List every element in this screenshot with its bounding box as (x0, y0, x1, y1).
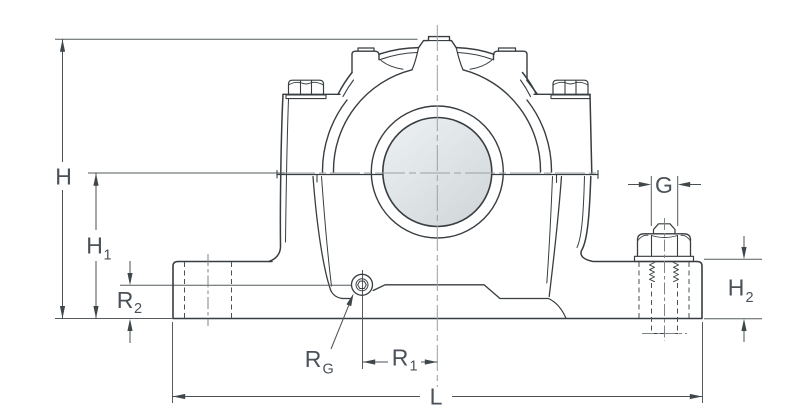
label-H2: H (728, 275, 745, 301)
dimension-R1: R 1 (362, 345, 438, 375)
cap-bolt-left (285, 79, 327, 100)
foot-front-edge (341, 284, 550, 300)
dimension-R2: R 2 (117, 261, 142, 343)
label-R1-sub: 1 (410, 359, 418, 375)
dimension-G: G (628, 172, 701, 226)
cap-bolt-right (550, 79, 591, 100)
label-H2-sub: 2 (746, 290, 754, 306)
arrowhead (741, 318, 747, 331)
thread-left (649, 262, 655, 283)
label-L: L (430, 384, 443, 410)
barrel-arc-rib-left (332, 69, 413, 173)
label-RG: R (305, 346, 322, 372)
cap-bolt-right-washer (550, 94, 591, 100)
base (120, 254, 703, 326)
label-RG-sub: G (323, 362, 334, 378)
grease-fitting-hole (350, 270, 374, 369)
cap-corner-blocks (351, 47, 539, 95)
label-H: H (55, 164, 72, 190)
dimension-H2: H 2 (704, 236, 762, 342)
washer (633, 255, 695, 263)
top-boss (380, 35, 492, 71)
arrowhead (127, 318, 133, 331)
bolt-hole-right-hidden (638, 262, 690, 318)
arrowhead (689, 393, 703, 400)
arrowhead (346, 293, 354, 307)
label-R2: R (117, 287, 134, 313)
barrel-arc-outer-right (526, 99, 553, 173)
nut-chamfer-arcs (637, 234, 691, 242)
label-H1: H (86, 233, 103, 259)
hex-socket-icon (357, 280, 367, 289)
arrowhead (677, 181, 691, 188)
label-R2-sub: 2 (134, 301, 142, 317)
arrowhead (93, 173, 99, 186)
bolt-hole-left-hidden (184, 254, 232, 326)
foundation-bolt (633, 218, 695, 341)
body-side-edges (268, 93, 594, 263)
housing-body (268, 35, 599, 319)
split-line (276, 169, 599, 184)
dimension-RG: R G (305, 293, 354, 378)
arrowhead (127, 273, 133, 286)
label-R1: R (392, 345, 409, 371)
nut-facets (650, 234, 679, 257)
label-H1-sub: 1 (104, 248, 112, 264)
arrowhead (172, 393, 186, 400)
dimension-H: H (55, 38, 418, 319)
dimension-H1: H 1 (86, 173, 112, 319)
arrowhead (59, 39, 66, 52)
barrel-arc-rib-right (462, 69, 542, 173)
upright-front-faces (312, 175, 567, 319)
barrel-arc-outer-left (321, 99, 348, 173)
arrowhead (362, 359, 376, 365)
cap-bolt-left-washer (285, 94, 327, 100)
label-G: G (655, 172, 673, 198)
arrowhead (93, 306, 99, 319)
eyebolt-boss-right (497, 47, 517, 52)
thread-right (673, 262, 679, 283)
dimension-L: L (172, 322, 703, 410)
arrowhead (424, 359, 438, 365)
eyebolt-boss-left (357, 47, 375, 52)
arrowhead (638, 181, 652, 188)
arrowhead (59, 306, 66, 319)
arrowhead (741, 247, 747, 260)
